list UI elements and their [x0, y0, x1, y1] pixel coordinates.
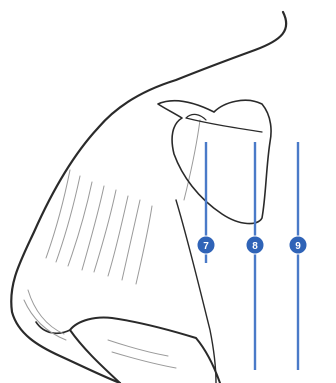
- marker-8: 8: [246, 236, 264, 254]
- scapula-spine: [186, 118, 262, 132]
- marker-9-label: 9: [295, 241, 301, 252]
- arm-crease-outline: [70, 318, 220, 383]
- marker-9: 9: [289, 236, 307, 254]
- marker-8-label: 8: [252, 241, 258, 252]
- marker-7-label: 7: [203, 241, 209, 252]
- marker-7: 7: [197, 236, 215, 254]
- torso-outline: [176, 200, 216, 383]
